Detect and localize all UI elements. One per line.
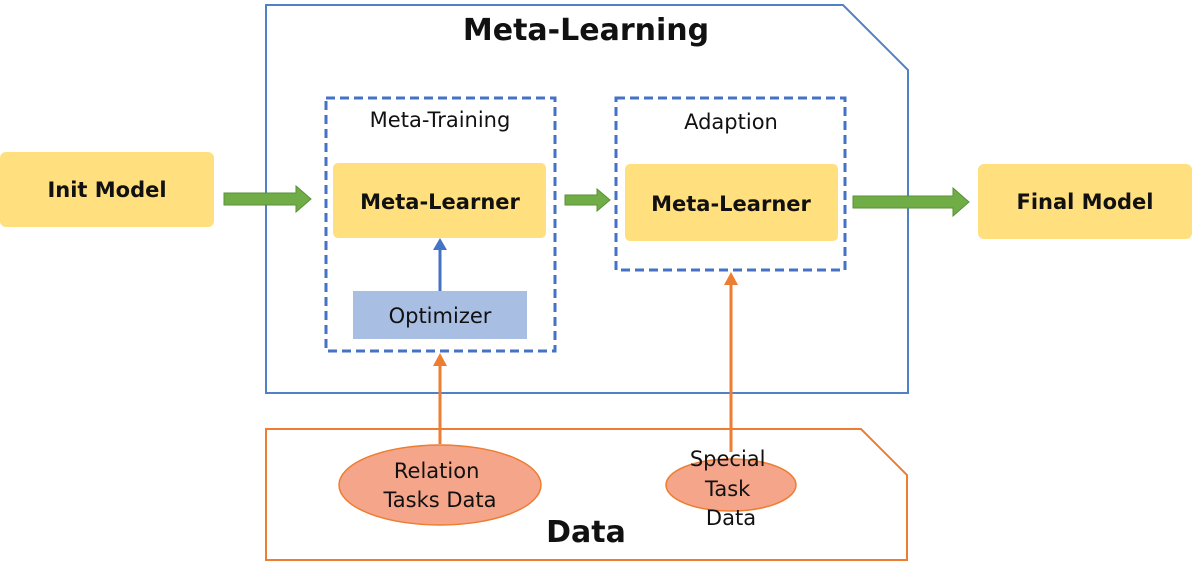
relation-data-arrow-head xyxy=(433,353,447,366)
adaption-group xyxy=(614,96,847,272)
optimizer-box xyxy=(353,291,527,339)
init-model-box xyxy=(0,152,214,227)
final-model-box xyxy=(978,164,1192,239)
meta-training-group xyxy=(324,96,557,353)
special-data-arrow-head xyxy=(724,272,738,285)
meta-learner-adaption-label: Meta-Learner xyxy=(651,192,811,216)
data-title: Data xyxy=(546,515,626,550)
meta-learner-training-label: Meta-Learner xyxy=(360,190,520,214)
meta-training-to-adaption-arrow xyxy=(564,187,611,213)
data-container xyxy=(265,428,908,561)
meta-learner-training-box xyxy=(333,163,546,238)
adaption-to-final-arrow xyxy=(852,186,970,218)
special-task-data-label: Special Task Data xyxy=(690,447,772,530)
meta-learning-title: Meta-Learning xyxy=(463,13,709,48)
meta-training-label: Meta-Training xyxy=(370,108,511,132)
init-to-meta-training-arrow xyxy=(223,184,312,214)
meta-learning-container xyxy=(265,4,909,394)
init-model-label: Init Model xyxy=(47,178,166,202)
relation-tasks-data-ellipse xyxy=(338,444,542,526)
final-model-label: Final Model xyxy=(1017,190,1154,214)
optimizer-label: Optimizer xyxy=(389,304,492,328)
special-task-data-ellipse xyxy=(665,458,797,512)
optimizer-arrow-head xyxy=(433,238,447,250)
meta-learner-adaption-box xyxy=(625,164,838,241)
adaption-label: Adaption xyxy=(684,110,778,134)
relation-tasks-data-label: Relation Tasks Data xyxy=(382,459,496,512)
